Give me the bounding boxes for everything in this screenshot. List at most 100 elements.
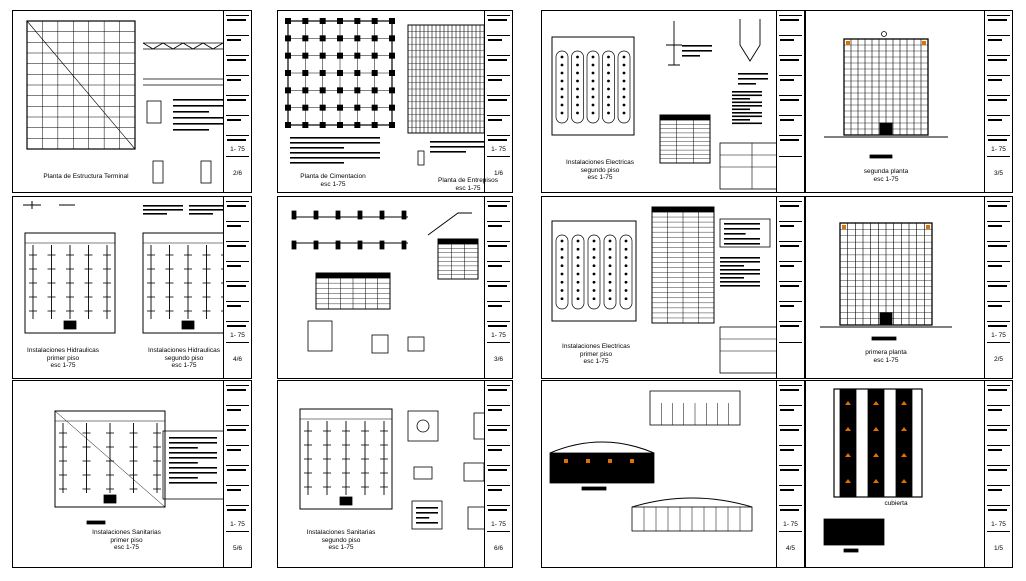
- footing: [354, 122, 361, 128]
- title-block-text: [488, 429, 507, 431]
- title-block-rule: [226, 221, 249, 222]
- scale-bar: [843, 548, 859, 553]
- sheet-scale: 1- 75: [230, 332, 245, 339]
- sheet-drawing: [285, 18, 484, 166]
- footing: [285, 18, 291, 24]
- footing: [285, 70, 291, 76]
- title-block: [719, 326, 776, 374]
- title-block-rule: [987, 405, 1010, 406]
- title-block-rule: [779, 301, 802, 302]
- post: [335, 240, 341, 250]
- legend-notes: [720, 285, 760, 287]
- title-block-text: [488, 265, 502, 267]
- sheet-scale: 1- 75: [491, 332, 506, 339]
- title-block-rule: [779, 201, 802, 202]
- title-block-text: [227, 265, 241, 267]
- orange-marker: [586, 459, 590, 463]
- title-block-rule: [487, 241, 510, 242]
- circuit-loop: [555, 50, 569, 124]
- luminaire: [608, 247, 612, 251]
- luminaire: [607, 79, 610, 83]
- title-block-rule: [987, 156, 1010, 157]
- title-block-rule: [987, 135, 1010, 136]
- footing: [337, 52, 343, 59]
- orange-marker: [846, 41, 850, 45]
- title-block-text: [988, 205, 1007, 207]
- footing: [319, 18, 326, 24]
- luminaire: [608, 256, 612, 259]
- section-detail: [307, 320, 333, 352]
- luminaire: [576, 289, 580, 292]
- sanitary-plan: [299, 408, 393, 510]
- stair-detail: [411, 500, 443, 530]
- title-block-text: [988, 285, 1007, 287]
- luminaire: [592, 256, 596, 259]
- title-block-rule: [987, 15, 1010, 16]
- luminaire: [622, 71, 626, 75]
- caption-line: Instalaciones Hidraulicas: [148, 347, 220, 354]
- legend-notes: [732, 98, 750, 100]
- structural-notes: [173, 105, 223, 107]
- title-block-rule: [779, 531, 802, 532]
- title-block-rule: [779, 95, 802, 96]
- title-block-rule: [987, 531, 1010, 532]
- title-block-rule: [987, 95, 1010, 96]
- legend-notes: [720, 257, 760, 259]
- hatch: [416, 512, 438, 514]
- luminaire: [576, 247, 580, 251]
- fixture-block: [103, 494, 117, 504]
- drainage-arrow: [901, 453, 907, 457]
- legend-notes: [732, 112, 762, 114]
- title-block-rule: [487, 445, 510, 446]
- luminaire: [591, 87, 595, 91]
- caption-line: Instalaciones Sanitarias: [306, 529, 376, 536]
- legend-notes: [724, 243, 760, 245]
- title-block-text: [488, 509, 507, 511]
- side-elevation: [549, 452, 655, 484]
- sheet-scale: 1- 75: [491, 146, 506, 153]
- title-block-text: [988, 119, 1002, 121]
- title-block-text: [227, 99, 246, 101]
- detail-symbol: [739, 19, 761, 62]
- title-block-rule: [487, 95, 510, 96]
- scale-bar: [86, 520, 106, 525]
- title-block-text: [780, 245, 799, 247]
- drainage-arrow: [873, 453, 879, 457]
- title-block-text: [780, 225, 794, 227]
- luminaire: [622, 63, 626, 67]
- scale-bar: [871, 336, 897, 341]
- legend-notes: [720, 273, 760, 275]
- title-block-text: [988, 449, 1002, 451]
- title-block-text: [988, 19, 1007, 21]
- legend-notes: [169, 447, 198, 449]
- caption-line: esc 1-75: [114, 544, 139, 551]
- title-block-rule: [779, 321, 802, 322]
- luminaire: [608, 280, 612, 284]
- fixture-block: [339, 496, 353, 506]
- title-block-text: [227, 449, 241, 451]
- luminaire: [624, 280, 628, 284]
- title-block-rule: [987, 221, 1010, 222]
- caption-line: esc 1-75: [873, 175, 899, 183]
- post: [291, 210, 297, 220]
- drainage-arrow: [873, 479, 879, 483]
- footing: [285, 87, 291, 94]
- title-block-text: [988, 409, 1002, 411]
- title-block-rule: [226, 445, 249, 446]
- hydraulic-notes: [189, 205, 223, 207]
- hydraulic-notes: [189, 209, 223, 211]
- luminaire: [592, 264, 596, 268]
- hydraulic-plan-second: [142, 232, 223, 334]
- footing: [337, 70, 343, 76]
- title-block-rule: [779, 135, 802, 136]
- footing: [302, 35, 309, 42]
- fixture-block: [63, 320, 77, 330]
- legend-notes: [732, 119, 750, 121]
- caption-line: Instalaciones Sanitarias: [92, 529, 161, 536]
- orange-marker: [564, 459, 568, 463]
- hydraulic-notes: [189, 213, 213, 215]
